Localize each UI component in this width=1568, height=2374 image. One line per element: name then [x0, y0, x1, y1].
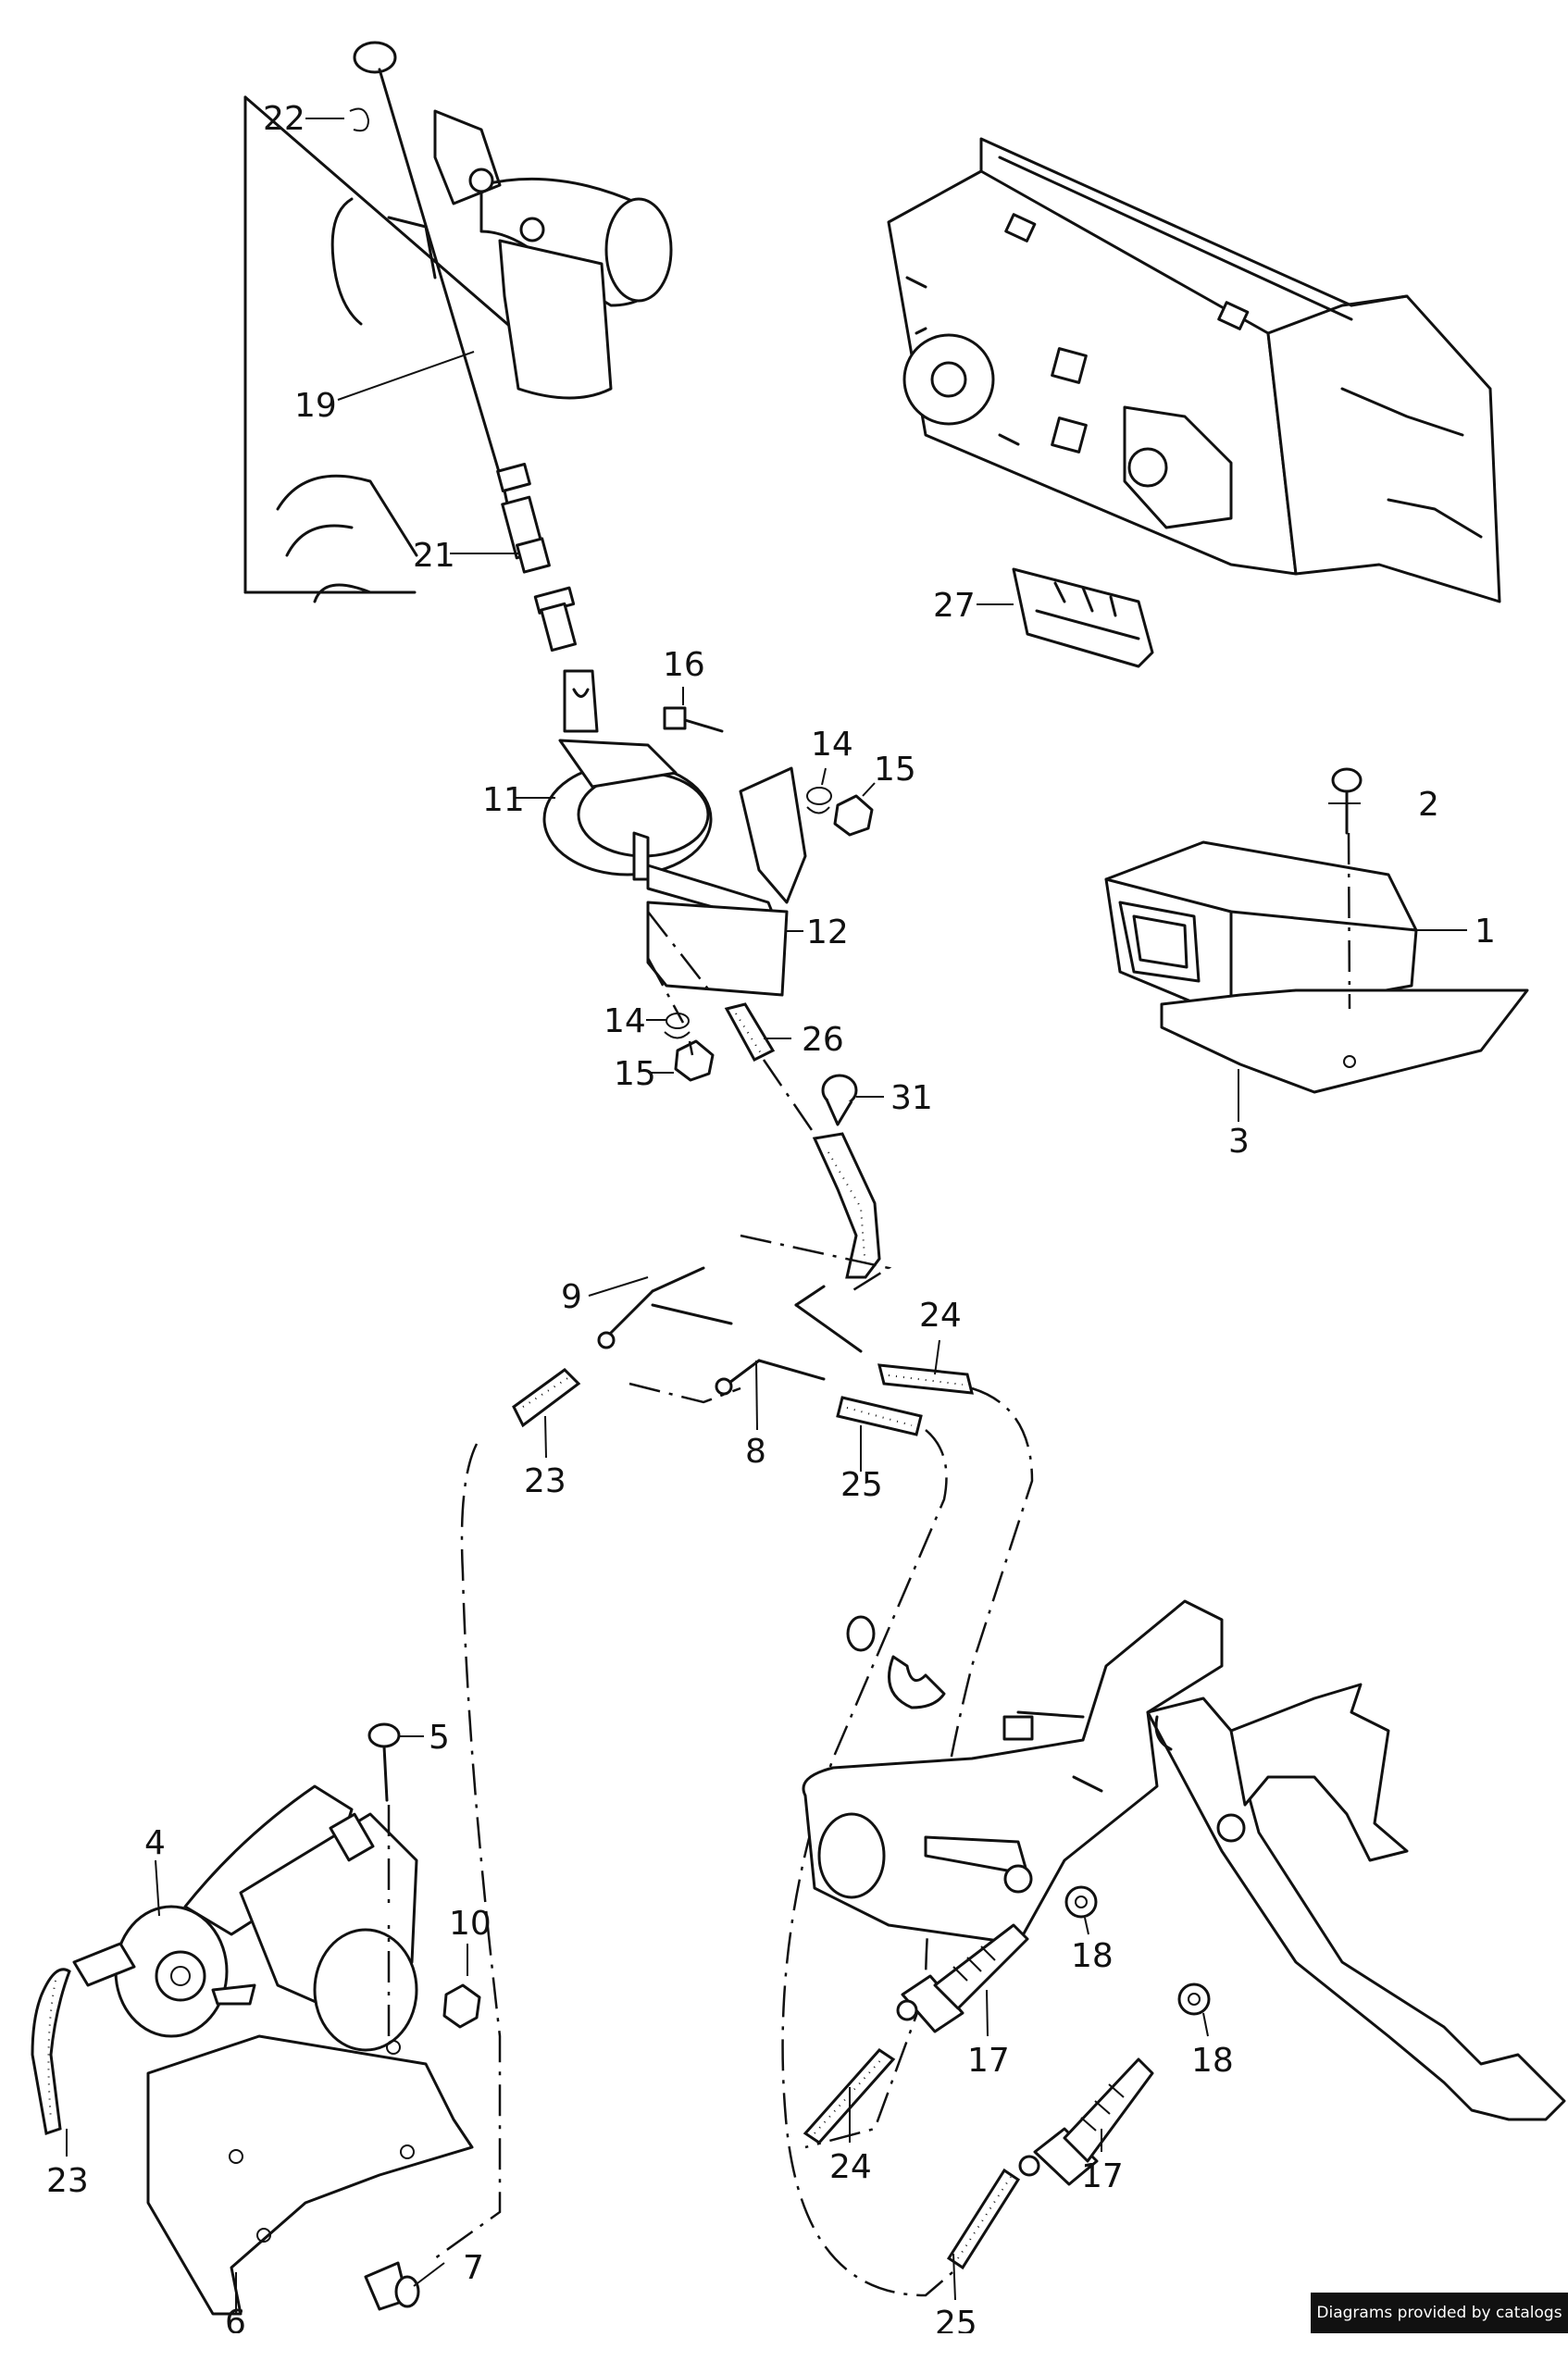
heater-housing	[887, 137, 1501, 603]
hose-24-upper	[804, 1363, 1034, 2149]
callout-17b: 17	[1081, 2157, 1124, 2195]
callout-18b: 18	[1191, 2042, 1234, 2080]
callout-23b: 23	[46, 2162, 89, 2200]
nut-15a	[833, 794, 874, 837]
callout-23a: 23	[524, 1462, 566, 1500]
pedal-arm	[1146, 1683, 1566, 2121]
vacuum-unit-11	[542, 669, 779, 927]
callout-19: 19	[294, 387, 337, 425]
callout-15b: 15	[614, 1055, 656, 1093]
throttle-body	[243, 95, 673, 603]
switch-17b	[1018, 2057, 1154, 2186]
callout-4: 4	[144, 1824, 166, 1862]
callout-2: 2	[1418, 786, 1439, 824]
throttle-cable-19	[353, 41, 578, 653]
callout-15a: 15	[874, 751, 916, 789]
bracket-3	[1160, 988, 1529, 1094]
callout-17a: 17	[967, 2042, 1010, 2080]
callout-16: 16	[663, 646, 705, 684]
leader-lines	[66, 118, 1467, 2314]
callout-25a: 25	[840, 1466, 883, 1504]
callout-26: 26	[802, 1021, 844, 1059]
callout-10: 10	[449, 1905, 492, 1943]
t-piece-9	[597, 1266, 733, 1349]
pedal-bracket	[802, 1599, 1224, 1945]
screw-2	[1331, 767, 1363, 835]
credit-banner: Diagrams provided by catalogs parts	[1311, 2293, 1568, 2363]
callout-3: 3	[1228, 1123, 1250, 1161]
callout-27: 27	[933, 587, 976, 625]
callout-11: 11	[482, 781, 525, 819]
callout-21: 21	[413, 537, 455, 575]
callout-25b: 25	[935, 2305, 977, 2333]
hose-23-upper	[434, 1368, 581, 2260]
washer-14b	[664, 1013, 691, 1039]
nut-15b	[674, 1039, 715, 1082]
t-piece-8	[715, 1285, 863, 1396]
hook-22	[349, 107, 370, 132]
hose-clip	[846, 1615, 946, 1709]
callout-31: 31	[890, 1079, 933, 1117]
callout-1: 1	[1475, 913, 1496, 951]
washer-14a	[806, 787, 832, 814]
callout-labels: 22 19 21 27 16 14 15 11 2 12 1 14 26 15 …	[46, 100, 1496, 2333]
bracket-hole	[1343, 1055, 1356, 1068]
mount-plate-6	[146, 2034, 474, 2316]
resistor-27	[1012, 567, 1154, 668]
grommet-7	[364, 2261, 420, 2311]
callout-12: 12	[806, 914, 849, 951]
hose-25-upper	[781, 1396, 959, 2297]
plate-hole	[256, 2228, 271, 2243]
callout-24a: 24	[919, 1297, 962, 1335]
callout-9: 9	[561, 1278, 582, 1316]
screw-5	[367, 1722, 401, 1802]
switch-17a	[896, 1923, 1029, 2033]
plate-hole	[229, 2149, 243, 2164]
hose-25-lower	[946, 2168, 1021, 2270]
callout-14b: 14	[604, 1002, 646, 1040]
callout-22: 22	[263, 100, 305, 138]
callout-8: 8	[745, 1433, 766, 1471]
clip-31	[821, 1074, 858, 1126]
motor-4	[72, 1784, 418, 2052]
nut-10	[442, 1983, 481, 2029]
plate-hole	[400, 2144, 415, 2159]
retainer-18b	[1177, 1982, 1211, 2016]
callout-14a: 14	[811, 726, 853, 764]
control-unit-1	[1104, 840, 1418, 1020]
callout-24b: 24	[829, 2148, 872, 2186]
plate-hole	[386, 2040, 401, 2055]
callout-18a: 18	[1071, 1937, 1114, 1975]
callout-6: 6	[225, 2304, 246, 2333]
callout-5: 5	[429, 1719, 450, 1757]
bracket	[739, 766, 807, 904]
screw-16	[663, 706, 724, 733]
callout-7: 7	[463, 2249, 484, 2287]
hose-23-lower	[31, 1968, 71, 2135]
vacuum-hose-26	[724, 1002, 881, 1279]
plate-12	[646, 901, 789, 997]
retainer-18a	[1064, 1885, 1098, 1919]
